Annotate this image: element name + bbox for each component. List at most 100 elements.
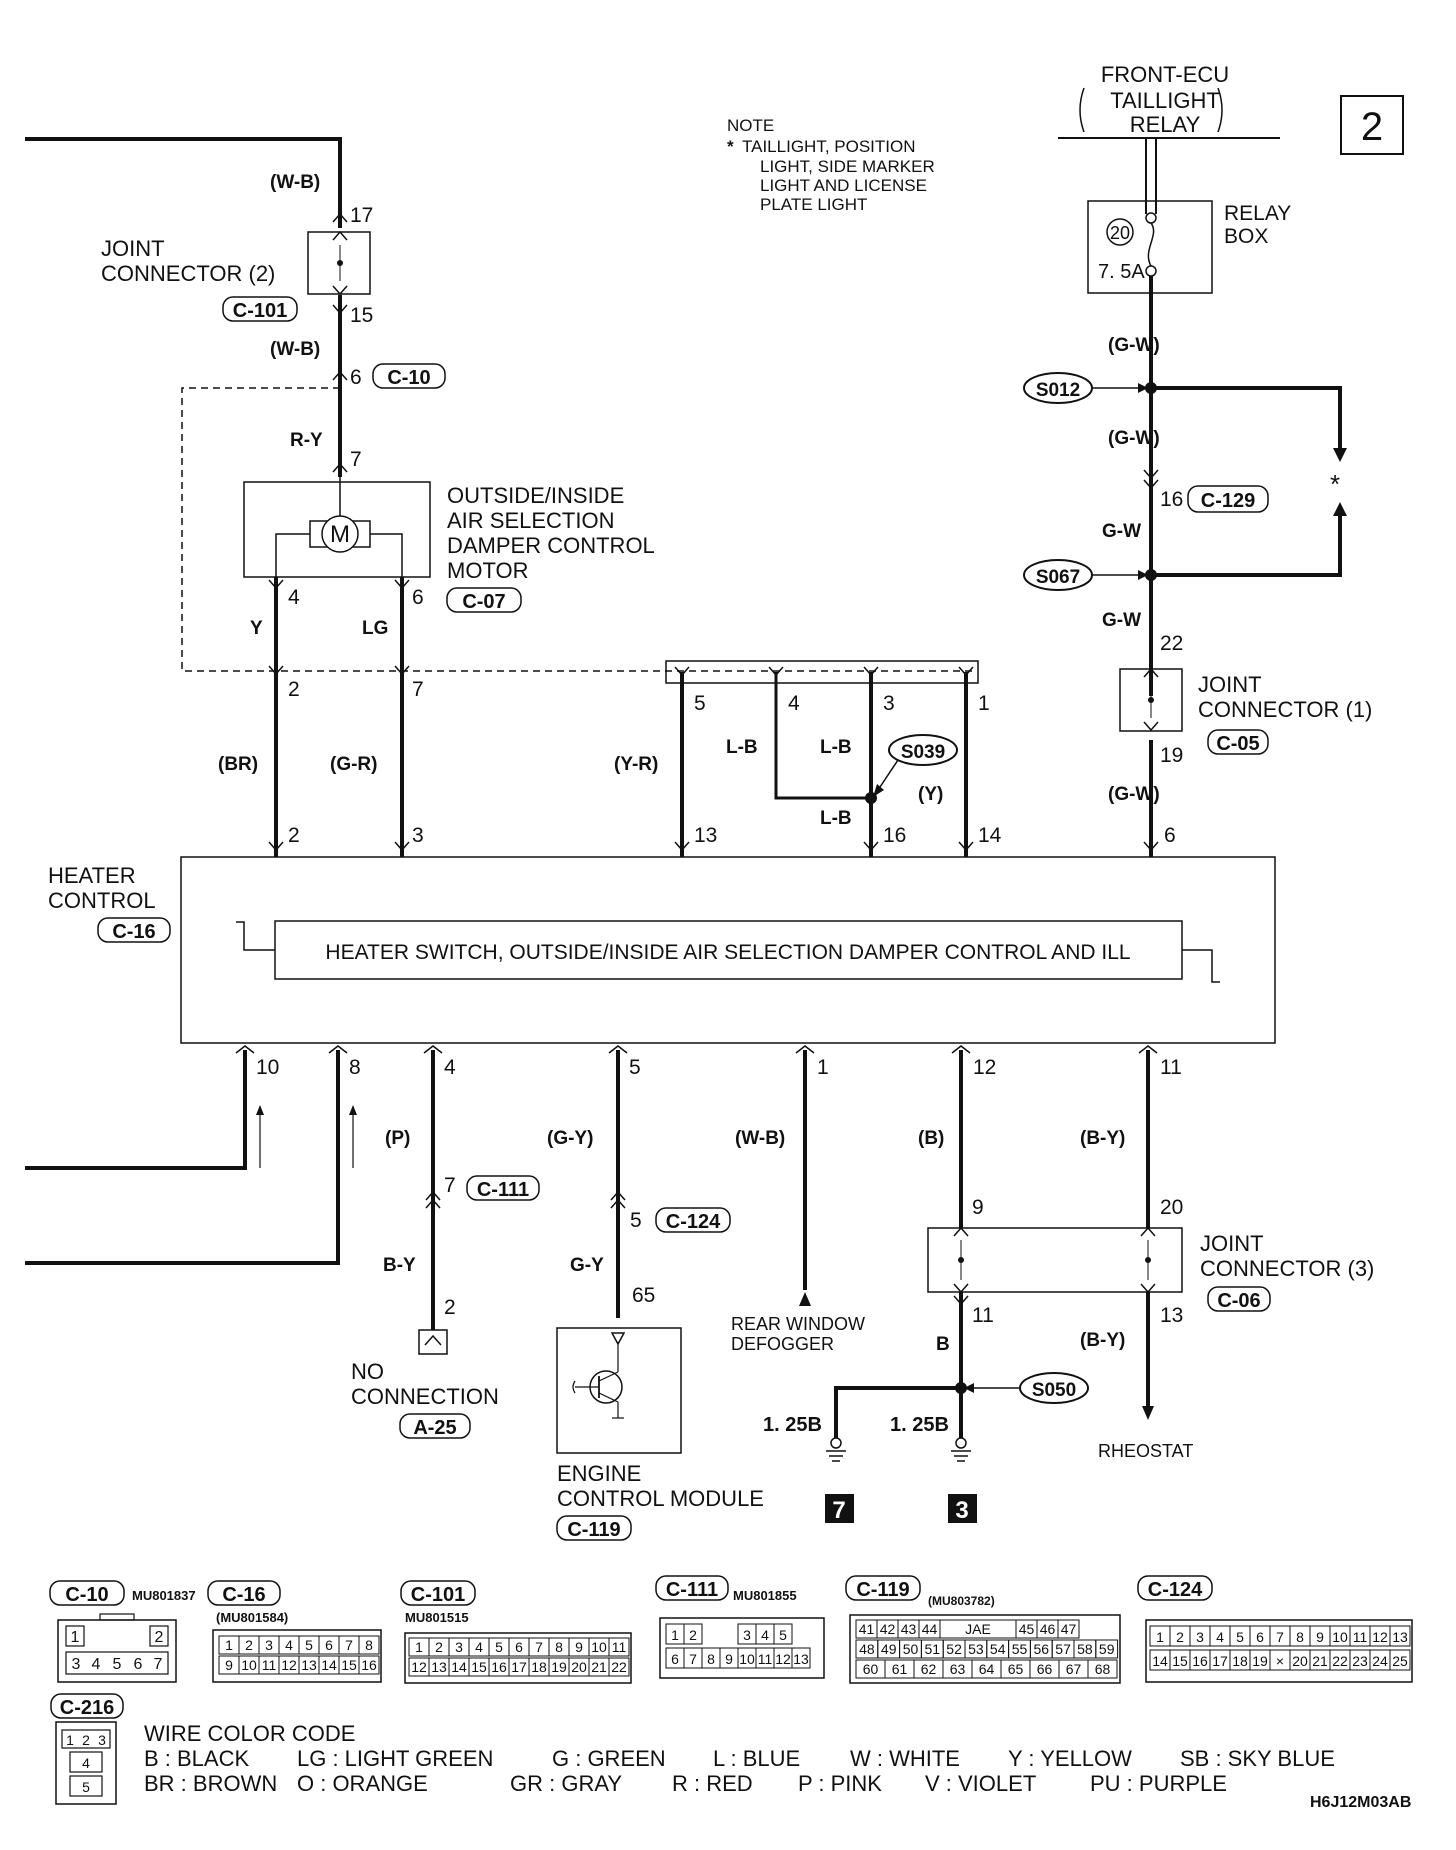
pin-65: 65 bbox=[632, 1284, 655, 1307]
legend-y: Y : YELLOW bbox=[1008, 1746, 1132, 1771]
legend-lg: LG : LIGHT GREEN bbox=[297, 1746, 493, 1771]
cv-c101-pin-7: 7 bbox=[535, 1639, 543, 1655]
cv-c216-pin-2: 2 bbox=[82, 1732, 90, 1748]
middle-top-wires: 5 4 3 1 (Y-R) L-B L-B L-B (Y) S039 13 16… bbox=[614, 666, 1002, 857]
cv-c10-pin-5: 5 bbox=[113, 1656, 122, 1673]
cv-c124-pin-12: 12 bbox=[1372, 1629, 1388, 1645]
jc2-code: C-101 bbox=[233, 300, 287, 322]
cv-c216-pin-3: 3 bbox=[98, 1732, 106, 1748]
pin-4b: 4 bbox=[788, 692, 800, 715]
note-title: NOTE bbox=[727, 116, 774, 135]
jc3-label-1: JOINT bbox=[1200, 1231, 1264, 1256]
front-ecu-label: FRONT-ECU bbox=[1101, 62, 1229, 87]
cv-c101-pin-13: 13 bbox=[431, 1659, 447, 1675]
right-wire: * (G-W) (G-W) G-W G-W (G-W) 16 C-129 S01… bbox=[1023, 276, 1372, 857]
cv-c119-pin-45: 45 bbox=[1019, 1621, 1035, 1637]
wire-gr: (G-R) bbox=[330, 754, 377, 775]
cv-c10-pin-3: 3 bbox=[72, 1656, 81, 1673]
motor-label-1: OUTSIDE/INSIDE bbox=[447, 483, 624, 508]
cv-c124-pin-10: 10 bbox=[1332, 1629, 1348, 1645]
pin-7: 7 bbox=[350, 448, 362, 471]
wire-by: B-Y bbox=[383, 1255, 416, 1276]
cv-c101-pin-11: 11 bbox=[612, 1639, 627, 1655]
cv-c16-pin-2: 2 bbox=[245, 1637, 253, 1653]
cv-c101-pin-4: 4 bbox=[475, 1639, 483, 1655]
cv-c119-pin-48: 48 bbox=[859, 1641, 875, 1657]
cv-c10-pin-1: 1 bbox=[71, 1629, 80, 1646]
wire-lb-2: L-B bbox=[820, 737, 852, 758]
cv-c10-pin-7: 7 bbox=[154, 1656, 163, 1673]
cv-c124-pin-21: 21 bbox=[1312, 1653, 1328, 1669]
wire-y: Y bbox=[250, 618, 263, 639]
cv-c101-pin-2: 2 bbox=[435, 1639, 443, 1655]
pin-15: 15 bbox=[350, 304, 373, 327]
cv-c124-pin-20: 20 bbox=[1292, 1653, 1308, 1669]
cv-c101-pin-3: 3 bbox=[455, 1639, 463, 1655]
cv-c16-pin-3: 3 bbox=[265, 1637, 273, 1653]
cv-c124-pin-14: 14 bbox=[1152, 1653, 1168, 1669]
cv-c101-pin-5: 5 bbox=[495, 1639, 503, 1655]
cv-c111-pin-1: 1 bbox=[671, 1627, 679, 1643]
cv-c119-pin-54: 54 bbox=[990, 1641, 1006, 1657]
cv-c111-pin-4: 4 bbox=[761, 1627, 769, 1643]
cv-c101-pin-12: 12 bbox=[411, 1659, 427, 1675]
jc3-label-2: CONNECTOR (3) bbox=[1200, 1256, 1374, 1281]
wire-y-paren: (Y) bbox=[918, 784, 943, 805]
cv-c16-pin-7: 7 bbox=[345, 1637, 353, 1653]
wire-wb-3: (W-B) bbox=[735, 1128, 785, 1149]
cv-c101-pin-16: 16 bbox=[491, 1659, 507, 1675]
cv-c124-pin-7: 7 bbox=[1276, 1629, 1284, 1645]
cv-c216-pin-5: 5 bbox=[82, 1779, 90, 1795]
front-ecu-relay: RELAY bbox=[1130, 112, 1201, 137]
wire-p: (P) bbox=[385, 1128, 410, 1149]
wire-gw-4: G-W bbox=[1102, 610, 1141, 631]
motor-wires: 4 6 Y LG 2 7 (BR) (G-R) 2 3 bbox=[218, 577, 424, 857]
legend-l: L : BLUE bbox=[713, 1746, 800, 1771]
splice-s039: S039 bbox=[901, 742, 945, 763]
wire-gy: G-Y bbox=[570, 1255, 604, 1276]
pin-16-hc: 16 bbox=[883, 824, 906, 847]
cv-c124-pin-19: 19 bbox=[1252, 1653, 1268, 1669]
cv-c124-pin-11: 11 bbox=[1353, 1629, 1368, 1645]
cv-c124-pin-5: 5 bbox=[1236, 1629, 1244, 1645]
cv-c101-pin-8: 8 bbox=[555, 1639, 563, 1655]
cv-c124-pin-17: 17 bbox=[1212, 1653, 1228, 1669]
cv-c101-pin-15: 15 bbox=[471, 1659, 487, 1675]
note-mark: * bbox=[727, 137, 734, 156]
pin-3: 3 bbox=[883, 692, 895, 715]
cv-c124-pin-24: 24 bbox=[1372, 1653, 1388, 1669]
note-block: NOTE * TAILLIGHT, POSITION LIGHT, SIDE M… bbox=[727, 116, 935, 214]
cv-c111-pin-13: 13 bbox=[793, 1651, 809, 1667]
pin-14: 14 bbox=[978, 824, 1002, 847]
motor-label-3: DAMPER CONTROL bbox=[447, 533, 655, 558]
pin-1-bottom: 1 bbox=[817, 1056, 829, 1079]
splice-s050: S050 bbox=[1032, 1380, 1076, 1401]
connector-ref-c10: C-10 bbox=[387, 367, 430, 389]
heater-control-label-1: HEATER bbox=[48, 863, 136, 888]
cv-c10-pin-6: 6 bbox=[134, 1656, 143, 1673]
cv-c124-pin-15: 15 bbox=[1172, 1653, 1188, 1669]
cv-c111-pin-10: 10 bbox=[739, 1651, 755, 1667]
cv-c124-code: C-124 bbox=[1148, 1579, 1203, 1601]
left-top-wire: (W-B) 17 15 JOINT CONNECTOR (2) C-101 (W… bbox=[25, 137, 446, 477]
cv-c216-pin-1: 1 bbox=[66, 1732, 74, 1748]
cv-c216-code: C-216 bbox=[60, 1697, 114, 1719]
relay-box-label-1: RELAY bbox=[1224, 202, 1291, 225]
cv-c119-pin-43: 43 bbox=[901, 1621, 917, 1637]
cv-c119-pin-44: 44 bbox=[922, 1621, 938, 1637]
wire-wb-1: (W-B) bbox=[270, 172, 320, 193]
diagram-code: H6J12M03AB bbox=[1310, 1794, 1411, 1811]
cv-c119-pin-42: 42 bbox=[880, 1621, 896, 1637]
cv-c119-code: C-119 bbox=[856, 1579, 909, 1601]
pin-11: 11 bbox=[1160, 1056, 1182, 1079]
cv-c101-pin-6: 6 bbox=[515, 1639, 523, 1655]
front-ecu: FRONT-ECU TAILLIGHT RELAY bbox=[1058, 62, 1280, 139]
legend-r: R : RED bbox=[672, 1771, 753, 1796]
cv-c111-part: MU801855 bbox=[733, 1588, 797, 1603]
cv-c16-pin-16: 16 bbox=[361, 1657, 377, 1673]
wire-gw-1: (G-W) bbox=[1108, 335, 1160, 356]
cv-c16-code: C-16 bbox=[222, 1584, 265, 1606]
wire-lb-3: L-B bbox=[820, 808, 852, 829]
cv-c16-pin-12: 12 bbox=[281, 1657, 297, 1673]
cv-c119-pin-55: 55 bbox=[1012, 1641, 1028, 1657]
